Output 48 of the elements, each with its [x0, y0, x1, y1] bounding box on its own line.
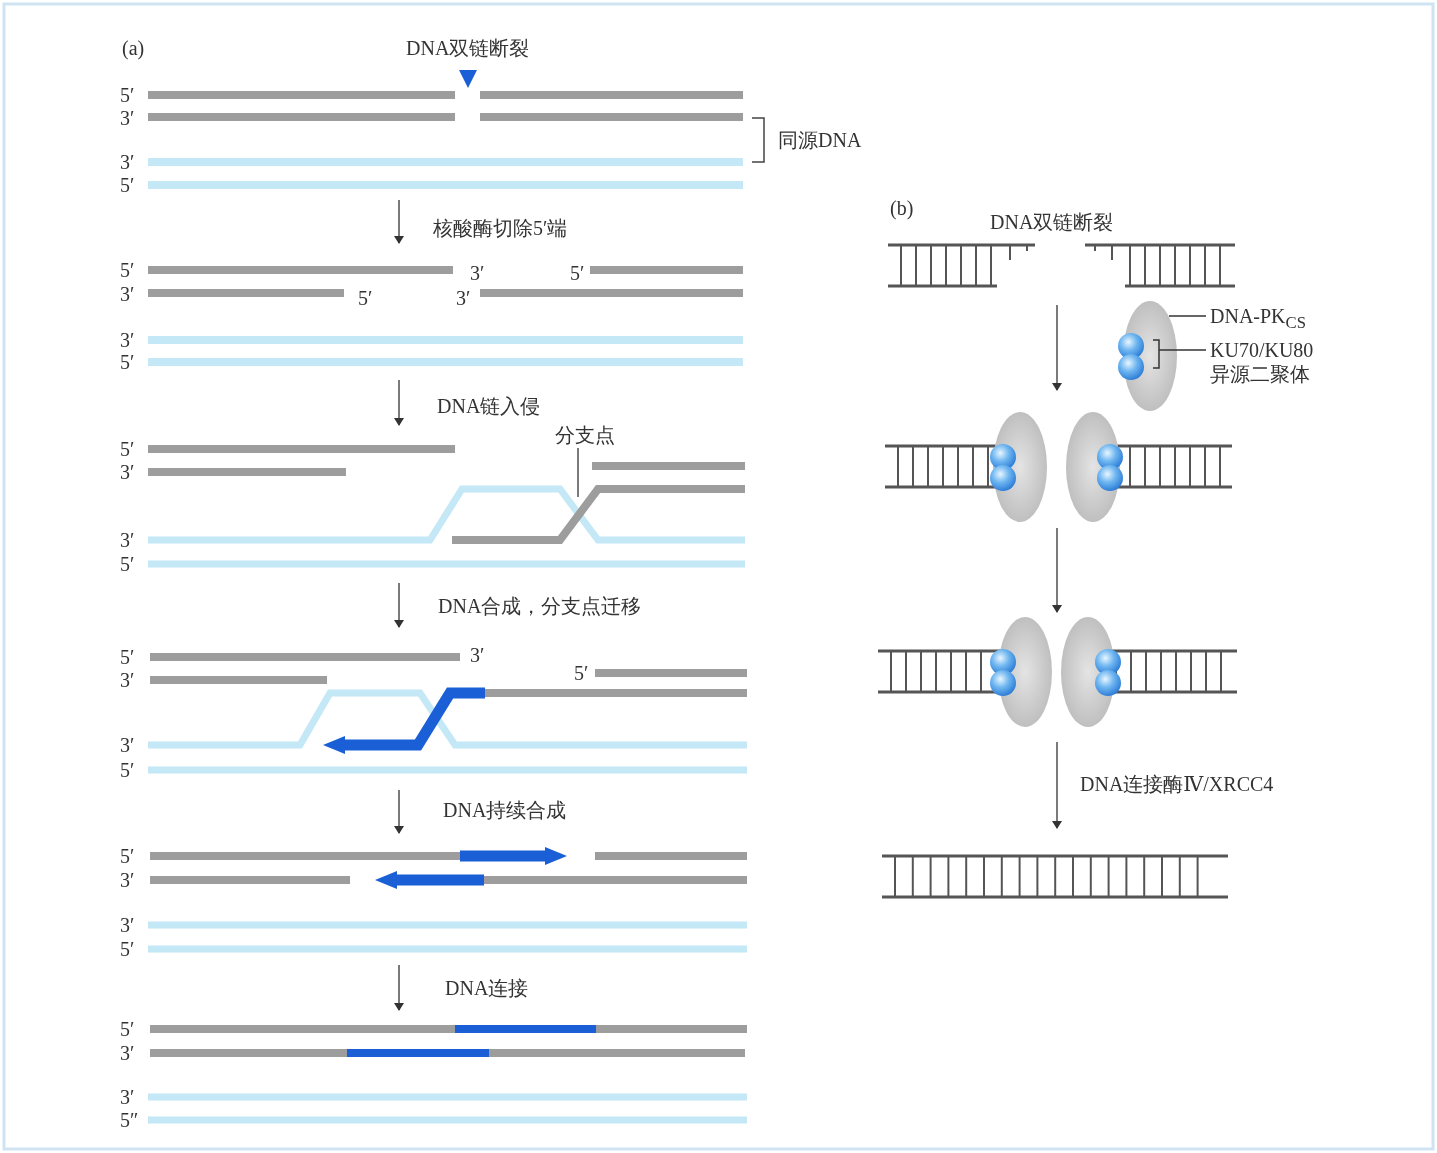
strand-end-label: 5′: [120, 351, 135, 373]
strand-end-label: 3′: [470, 644, 485, 666]
strand-end-label: 5′: [120, 174, 135, 196]
leader-line: [1168, 315, 1207, 317]
heading: DNA双链断裂: [990, 211, 1114, 233]
callout-label: KU70/KU80 异源二聚体: [1210, 338, 1322, 386]
leader-line: [577, 447, 579, 498]
panel-label: (b): [890, 197, 914, 219]
strand-end-label: 3′: [120, 329, 135, 351]
strand-end-label: 3′: [120, 1086, 135, 1108]
step-label: 核酸酶切除5′端: [433, 217, 568, 239]
step-label: DNA合成，分支点迁移: [438, 595, 642, 617]
strand-end-label: 5′: [120, 759, 135, 781]
strand-end-label: 3′: [120, 529, 135, 551]
strand-end-label: 5′: [120, 938, 135, 960]
strand-end-label: 5′: [120, 1018, 135, 1040]
strand-end-label: 5′: [570, 262, 585, 284]
strand-end-label: 3′: [120, 734, 135, 756]
panel-label: (a): [122, 37, 145, 59]
step-label: DNA连接: [445, 977, 529, 999]
strand-end-label: 5″: [120, 1109, 139, 1131]
strand-end-label: 3′: [470, 262, 485, 284]
strand-end-label: 3′: [120, 914, 135, 936]
callout-label: DNA-PK$_{CS}$: [1210, 304, 1306, 335]
bracket-label: 同源DNA: [778, 129, 862, 151]
strand-end-label: 5′: [120, 646, 135, 668]
strand-end-label: 5′: [120, 438, 135, 460]
strand-end-label: 5′: [120, 845, 135, 867]
strand-end-label: 3′: [120, 669, 135, 691]
strand-end-label: 5′: [120, 553, 135, 575]
strand-end-label: 5′: [120, 84, 135, 106]
strand-end-label: 3′: [120, 107, 135, 129]
strand-end-label: 3′: [120, 461, 135, 483]
strand-end-label: 3′: [120, 1042, 135, 1064]
strand-end-label: 5′: [358, 287, 373, 309]
strand-end-label: 3′: [120, 151, 135, 173]
step-label: DNA链入侵: [437, 395, 541, 417]
strand-end-label: 5′: [574, 662, 589, 684]
heterodimer-spheres: [1118, 333, 1160, 380]
strand-end-label: 3′: [120, 869, 135, 891]
leader-line: [1158, 349, 1207, 351]
step-label: DNA连接酶Ⅳ/XRCC4: [1080, 773, 1274, 795]
callout-label: 分支点: [555, 423, 615, 447]
strand-end-label: 3′: [456, 287, 471, 309]
step-label: DNA持续合成: [443, 799, 567, 821]
strand-end-label: 3′: [120, 283, 135, 305]
strand-end-label: 5′: [120, 259, 135, 281]
heading: DNA双链断裂: [406, 37, 530, 59]
